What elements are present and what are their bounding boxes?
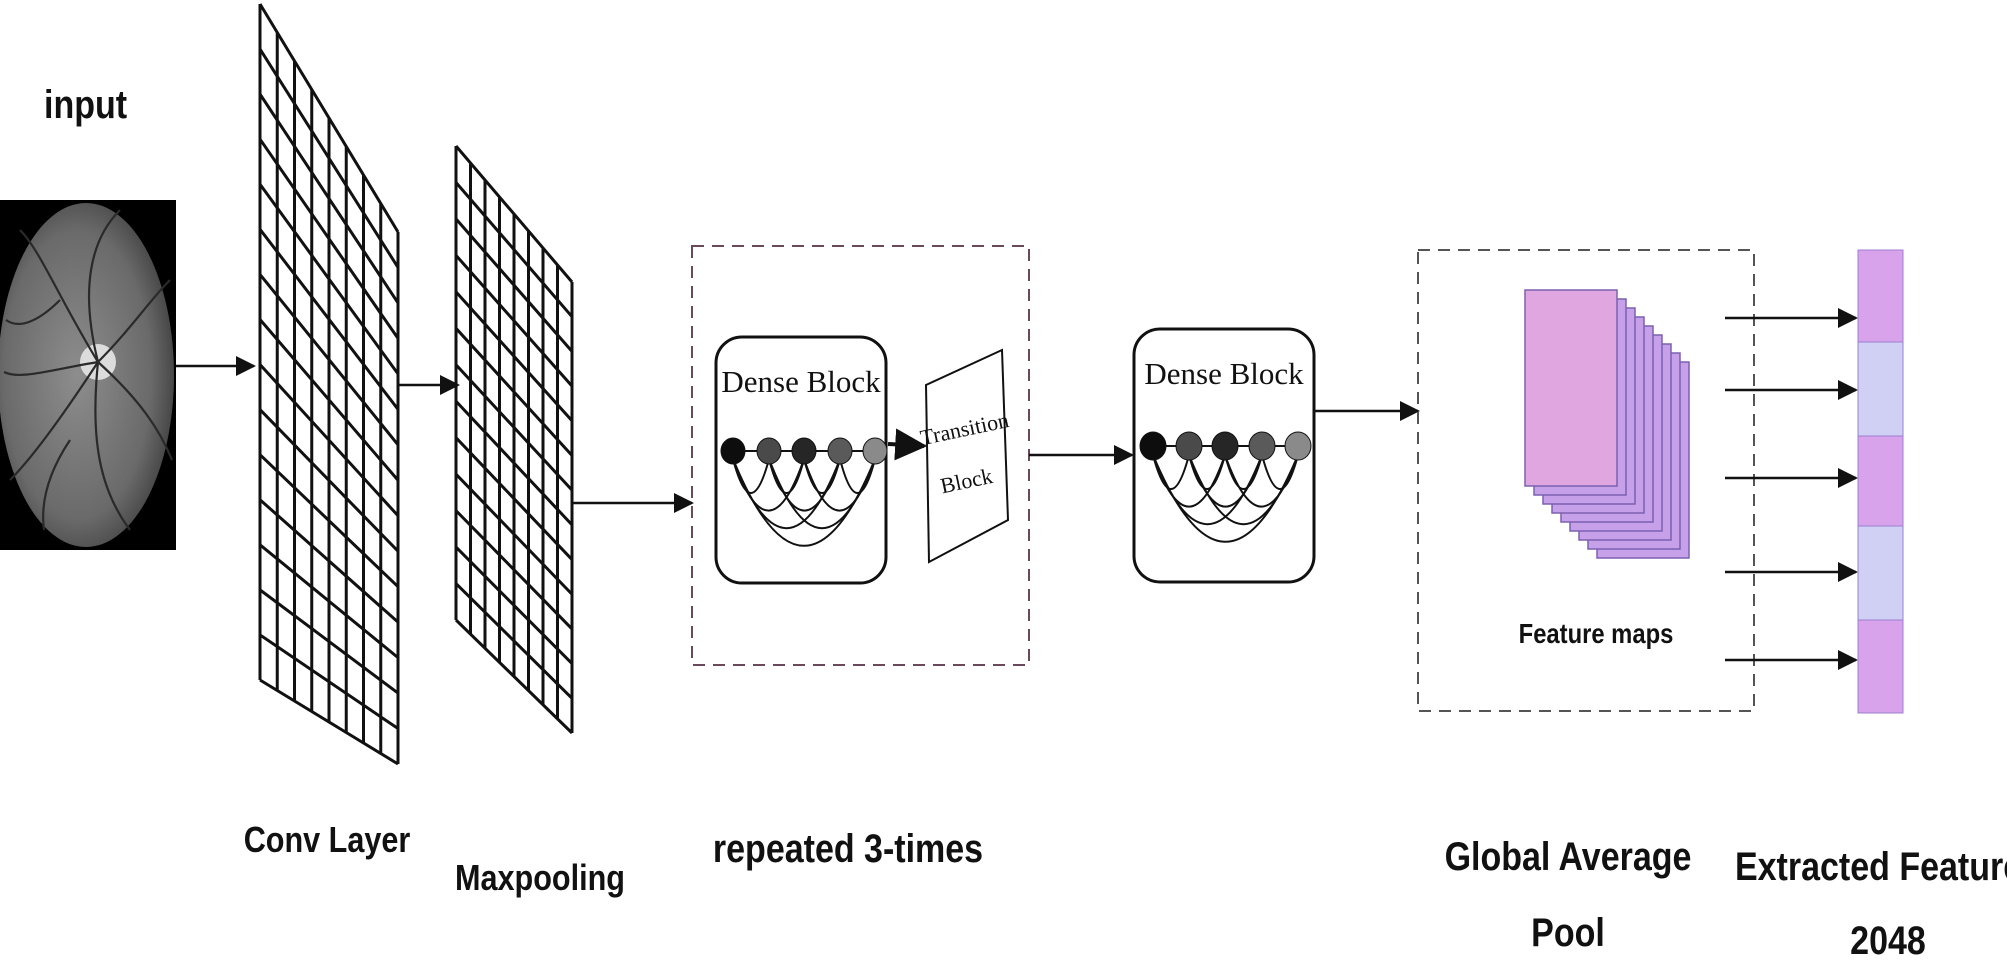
extracted-feature-vector bbox=[1857, 249, 1904, 714]
dense-block-2: Dense Block bbox=[1132, 327, 1316, 584]
input-label: input bbox=[44, 81, 127, 126]
dense-block-2-label: Dense Block bbox=[1144, 356, 1304, 391]
gap-output-arrows bbox=[1725, 308, 1858, 670]
extracted-label-2: 2048 bbox=[1850, 917, 1926, 962]
transition-block: Transition Block bbox=[918, 348, 1011, 564]
maxpooling-grid bbox=[454, 145, 574, 735]
global-pool-label-2: Pool bbox=[1531, 909, 1605, 954]
repeated-label: repeated 3-times bbox=[713, 825, 983, 870]
conv-layer-label: Conv Layer bbox=[244, 821, 411, 861]
retina-image bbox=[0, 200, 176, 550]
extracted-label-1: Extracted Features bbox=[1735, 843, 2007, 888]
feature-maps-label: Feature maps bbox=[1519, 617, 1674, 649]
feature-maps-stack bbox=[1524, 289, 1690, 559]
global-pool-box bbox=[1417, 249, 1755, 712]
global-pool-label-1: Global Average bbox=[1445, 833, 1692, 878]
dense-block-1-label: Dense Block bbox=[721, 364, 881, 399]
conv-layer-grid bbox=[258, 3, 400, 766]
maxpooling-label: Maxpooling bbox=[455, 859, 625, 899]
dense-block-1: Dense Block bbox=[714, 335, 928, 585]
